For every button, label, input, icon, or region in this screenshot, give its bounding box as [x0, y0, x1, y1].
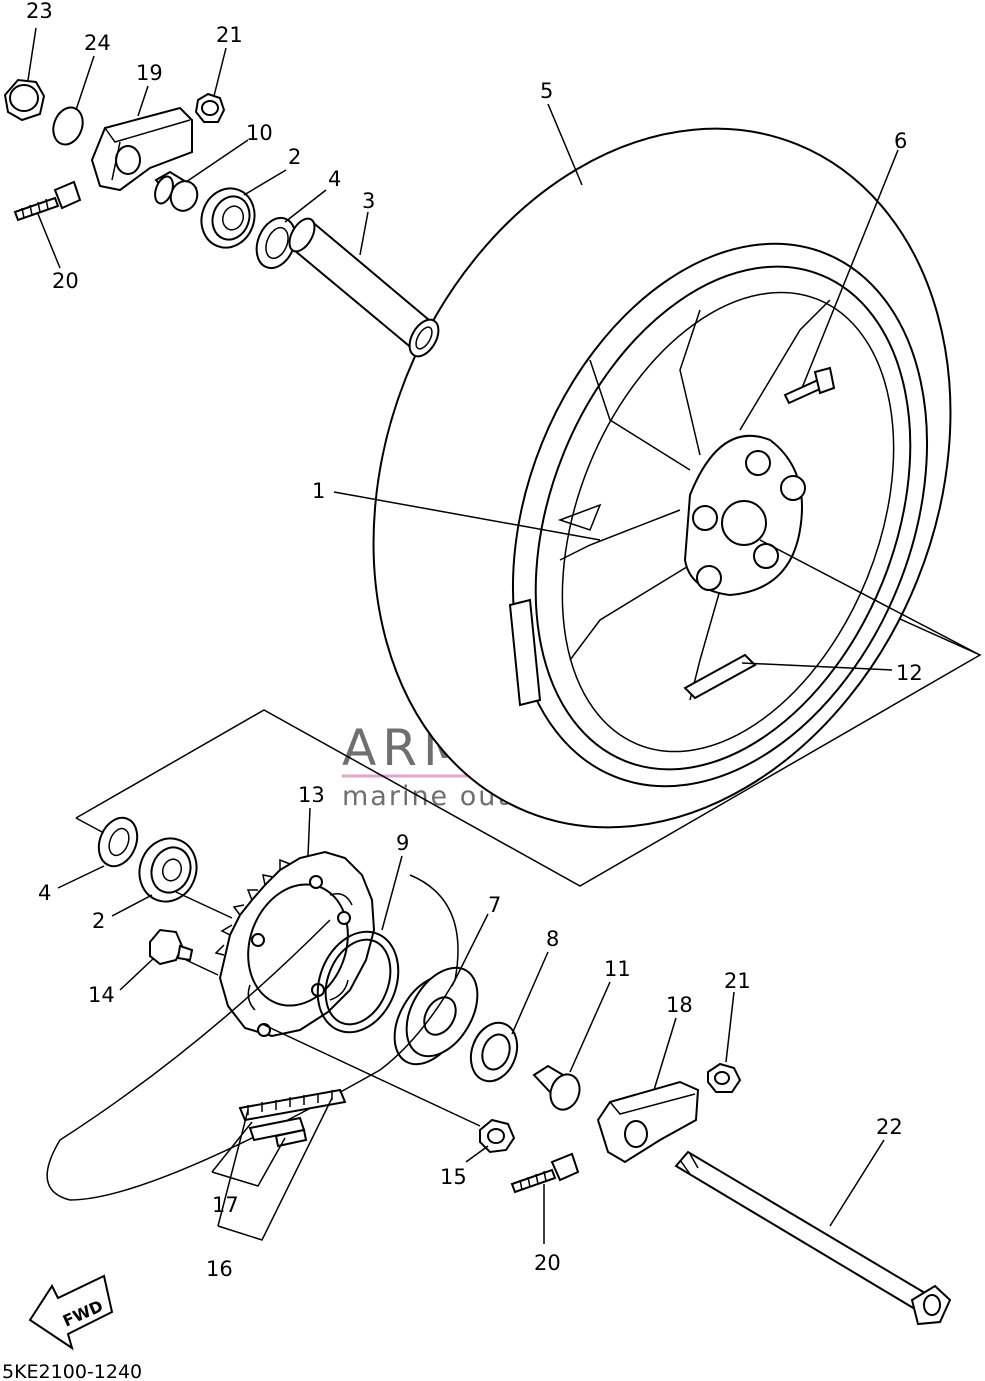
callout-labels: 23 24 19 21 10 2 4 3 20 5 6 1 12 13 9 4 …	[26, 0, 923, 1281]
callout-10: 10	[246, 121, 273, 145]
hub-7	[393, 966, 479, 1066]
callout-16: 16	[206, 1257, 233, 1281]
axle-22	[674, 1150, 952, 1326]
washer-24	[52, 106, 84, 146]
callout-21: 21	[216, 23, 243, 47]
assembly-bracket-left	[75, 817, 103, 833]
callout-9: 9	[396, 831, 409, 855]
callout-3: 3	[362, 189, 375, 213]
callout-20-lower: 20	[534, 1251, 561, 1275]
callout-11: 11	[604, 957, 631, 981]
collar-11	[532, 1064, 581, 1111]
bearing-2-lower	[138, 837, 198, 903]
leader-lines	[27, 27, 979, 1244]
nut-21-lower	[707, 1062, 742, 1093]
oring-9	[316, 930, 400, 1034]
callout-7: 7	[488, 893, 501, 917]
collar-10	[154, 170, 199, 212]
callout-8: 8	[546, 927, 559, 951]
sprocket-13	[214, 850, 376, 1038]
callout-2: 2	[288, 145, 301, 169]
callout-12: 12	[896, 661, 923, 685]
callout-13: 13	[298, 783, 325, 807]
washer-4-lower	[97, 816, 139, 868]
spacer-3	[288, 217, 440, 358]
callout-22: 22	[876, 1115, 903, 1139]
callout-23: 23	[26, 0, 53, 23]
nut-21	[194, 92, 226, 123]
washer-4	[255, 216, 297, 270]
callout-6: 6	[894, 129, 907, 153]
callout-2-lower: 2	[92, 909, 105, 933]
leader-17	[211, 1121, 286, 1187]
bolt-14	[149, 928, 194, 966]
fwd-arrow-icon: FWD	[28, 1274, 114, 1351]
callout-14: 14	[88, 983, 115, 1007]
callout-4: 4	[328, 167, 341, 191]
callout-18: 18	[666, 993, 693, 1017]
callout-1: 1	[312, 479, 325, 503]
rear-wheel	[372, 127, 952, 829]
callout-20: 20	[52, 269, 79, 293]
bolt-6	[783, 366, 836, 405]
adjuster-18	[596, 1080, 700, 1164]
bolt-20	[13, 180, 82, 222]
bearing-8	[469, 1021, 519, 1083]
callout-4-lower: 4	[38, 881, 51, 905]
assembly-bracket	[75, 564, 982, 887]
callout-24: 24	[84, 31, 111, 55]
leader-16	[217, 1097, 333, 1241]
callout-5: 5	[540, 79, 553, 103]
diagram-code: 5KE2100-1240	[2, 1361, 142, 1381]
callout-21-lower: 21	[724, 969, 751, 993]
callout-19: 19	[136, 61, 163, 85]
nut-15	[479, 1118, 516, 1154]
bearing-2	[200, 187, 256, 249]
adjuster-19	[90, 106, 193, 192]
nut-23	[3, 78, 46, 122]
callout-15: 15	[440, 1165, 467, 1189]
bolt-20-lower	[510, 1152, 580, 1194]
callout-17: 17	[212, 1193, 239, 1217]
